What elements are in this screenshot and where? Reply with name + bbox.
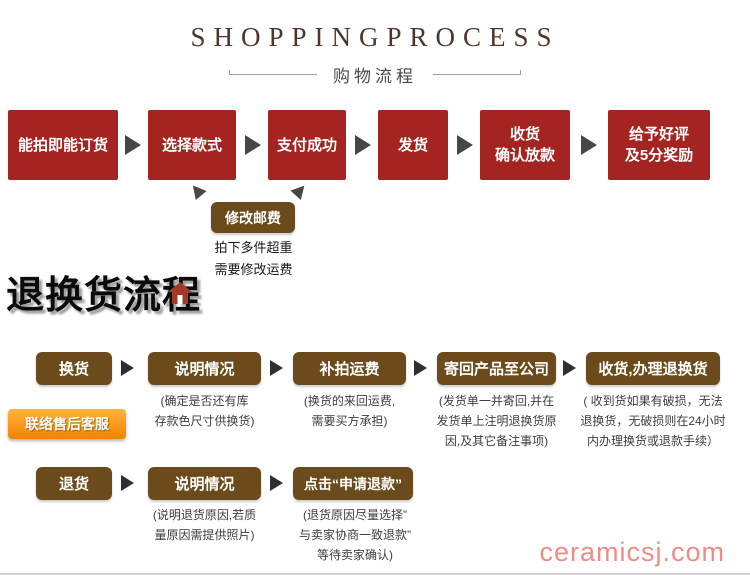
postage-modify-box: 修改邮费: [211, 202, 295, 233]
house-icon: [168, 282, 192, 309]
arrow-right-icon: [270, 475, 283, 491]
page-subtitle-row: 购物流程: [0, 62, 750, 87]
arrow-right-icon: [245, 135, 261, 155]
exchange-step-sendback: 寄回产品至公司: [437, 352, 556, 385]
arrow-right-icon: [121, 360, 134, 376]
flow-step-payment: 支付成功: [268, 110, 346, 180]
exchange-step-process: 收货,办理退换货: [586, 352, 720, 385]
arrow-right-icon: [125, 135, 141, 155]
page-title-zh: 购物流程: [333, 67, 417, 86]
arrow-up-right-icon: [290, 180, 310, 201]
return-step-refund: 点击“申请退款”: [293, 467, 413, 500]
exchange-note-postage: (换货的来回运费, 需要买方承担): [303, 394, 396, 428]
exchange-note-process: ( 收到货如果有破损，无法 退换货，无破损则在24小时 内办理换货或退款手续）: [580, 394, 726, 448]
arrow-right-icon: [581, 135, 597, 155]
flow-step-review: 给予好评 及5分奖励: [608, 110, 710, 180]
flow-step-style: 选择款式: [148, 110, 236, 180]
contact-after-sales-button: 联络售后客服: [8, 409, 126, 439]
return-step-return: 退货: [36, 467, 112, 500]
exchange-step-explain: 说明情况: [148, 352, 261, 385]
exchange-note-sendback: (发货单一并寄回,并在 发货单上注明退换货原 因,及其它备注事项): [436, 394, 557, 448]
exchange-step-exchange: 换货: [36, 352, 112, 385]
divider-left: [229, 70, 317, 75]
return-note-explain: (说明退货原因,若质 量原因需提供照片): [152, 508, 257, 542]
bottom-divider: [0, 573, 750, 575]
postage-note: 拍下多件超重 需要修改运费: [214, 240, 293, 277]
arrow-right-icon: [414, 360, 427, 376]
flow-step-shipping: 发货: [378, 110, 448, 180]
exchange-note-explain: (确定是否还有库 存款色尺寸供换货): [154, 394, 255, 428]
arrow-right-icon: [270, 360, 283, 376]
arrow-right-icon: [121, 475, 134, 491]
returns-title: 退换货流程: [6, 275, 202, 317]
arrow-right-icon: [563, 360, 576, 376]
flow-step-order: 能拍即能订货: [8, 110, 118, 180]
return-step-explain: 说明情况: [148, 467, 261, 500]
flow-step-receive: 收货 确认放款: [480, 110, 570, 180]
divider-right: [433, 70, 521, 75]
watermark: ceramicsj.com: [539, 537, 725, 567]
arrow-right-icon: [355, 135, 371, 155]
arrow-up-left-icon: [187, 181, 207, 200]
page-title-en: SHOPPINGPROCESS: [190, 22, 560, 52]
arrow-right-icon: [457, 135, 473, 155]
return-note-refund: (退货原因尽量选择” 与卖家协商一致退款” 等待卖家确认): [299, 508, 411, 562]
exchange-step-postage: 补拍运费: [293, 352, 406, 385]
